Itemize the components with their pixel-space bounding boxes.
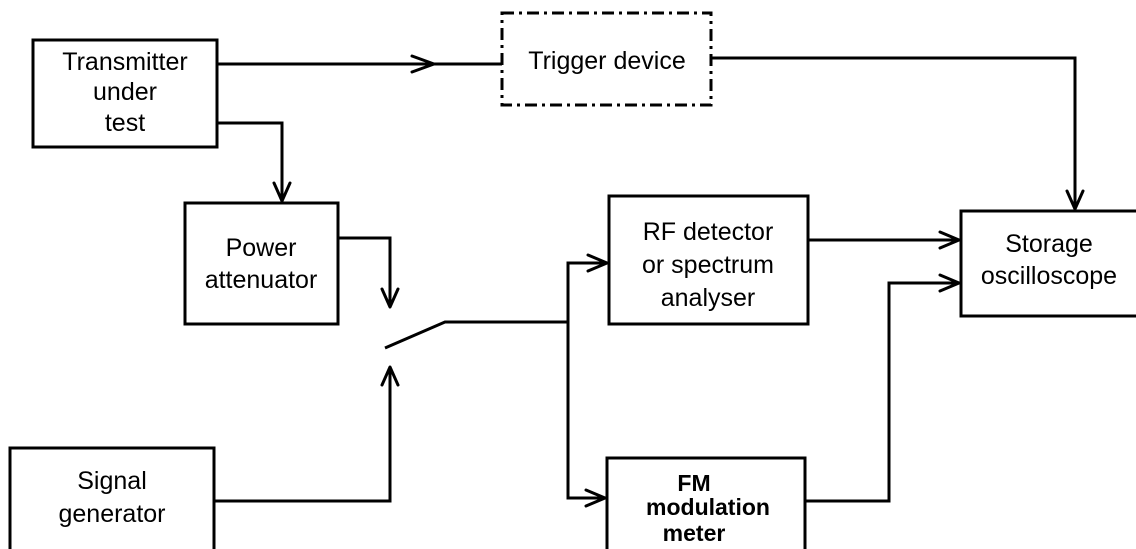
storage-oscilloscope-box: [959, 209, 1136, 318]
arrowhead-fm-meter: [584, 488, 607, 508]
transmitter-line-2: under: [93, 78, 157, 106]
wire-generator-to-switch: [214, 367, 392, 503]
power-attenuator-box: [183, 201, 340, 326]
signal-generator-line-1: Signal: [77, 467, 147, 495]
signal-generator-box: [8, 446, 216, 549]
trigger-device-box: [500, 11, 713, 107]
storage-oscilloscope-line-2: oscilloscope: [981, 262, 1117, 290]
storage-oscilloscope-line-1: Storage: [1005, 230, 1093, 258]
rf-detector-box: [607, 194, 810, 326]
rf-detector-label: RF detector or spectrum analyser: [642, 218, 774, 312]
transmitter-label: Transmitter under test: [62, 48, 187, 137]
fm-meter-line-3: meter: [663, 520, 726, 546]
wire-trigger-to-oscilloscope: [711, 56, 1077, 209]
power-attenuator-line-1: Power: [226, 234, 297, 262]
arrowhead-oscilloscope-top: [1065, 189, 1085, 211]
fm-modulation-meter-label: FM modulation meter: [646, 470, 770, 546]
wire-transmitter-to-attenuator: [217, 121, 284, 201]
switch-blade: [384, 320, 568, 350]
signal-generator-line-2: generator: [58, 500, 165, 528]
fm-modulation-meter-box: [605, 456, 807, 549]
transmitter-line-1: Transmitter: [62, 48, 187, 76]
rf-detector-line-2: or spectrum: [642, 251, 774, 279]
wire-switch-bus: [566, 261, 607, 500]
wire-attenuator-to-switch: [338, 236, 392, 307]
trigger-device-label: Trigger device: [528, 47, 685, 75]
arrowhead-switch-bottom: [380, 365, 400, 387]
arrowhead-oscilloscope-lower: [938, 273, 961, 293]
transmitter-box: [31, 38, 219, 149]
storage-oscilloscope-label: Storage oscilloscope: [981, 230, 1117, 290]
arrowhead-trigger: [410, 54, 436, 74]
signal-generator-label: Signal generator: [58, 467, 165, 528]
arrowhead-switch-top: [380, 287, 400, 309]
power-attenuator-line-2: attenuator: [205, 266, 318, 294]
arrowhead-attenuator: [272, 181, 292, 203]
rf-detector-line-1: RF detector: [643, 218, 774, 246]
power-attenuator-label: Power attenuator: [205, 234, 318, 294]
transmitter-line-3: test: [105, 109, 145, 137]
arrowhead-rf-detector: [586, 253, 609, 273]
rf-detector-line-3: analyser: [661, 284, 756, 312]
wire-fm-to-oscilloscope: [805, 281, 959, 503]
arrowhead-oscilloscope-upper: [938, 230, 961, 250]
fm-meter-line-2: modulation: [646, 494, 770, 520]
fm-meter-line-1: FM: [677, 470, 710, 496]
